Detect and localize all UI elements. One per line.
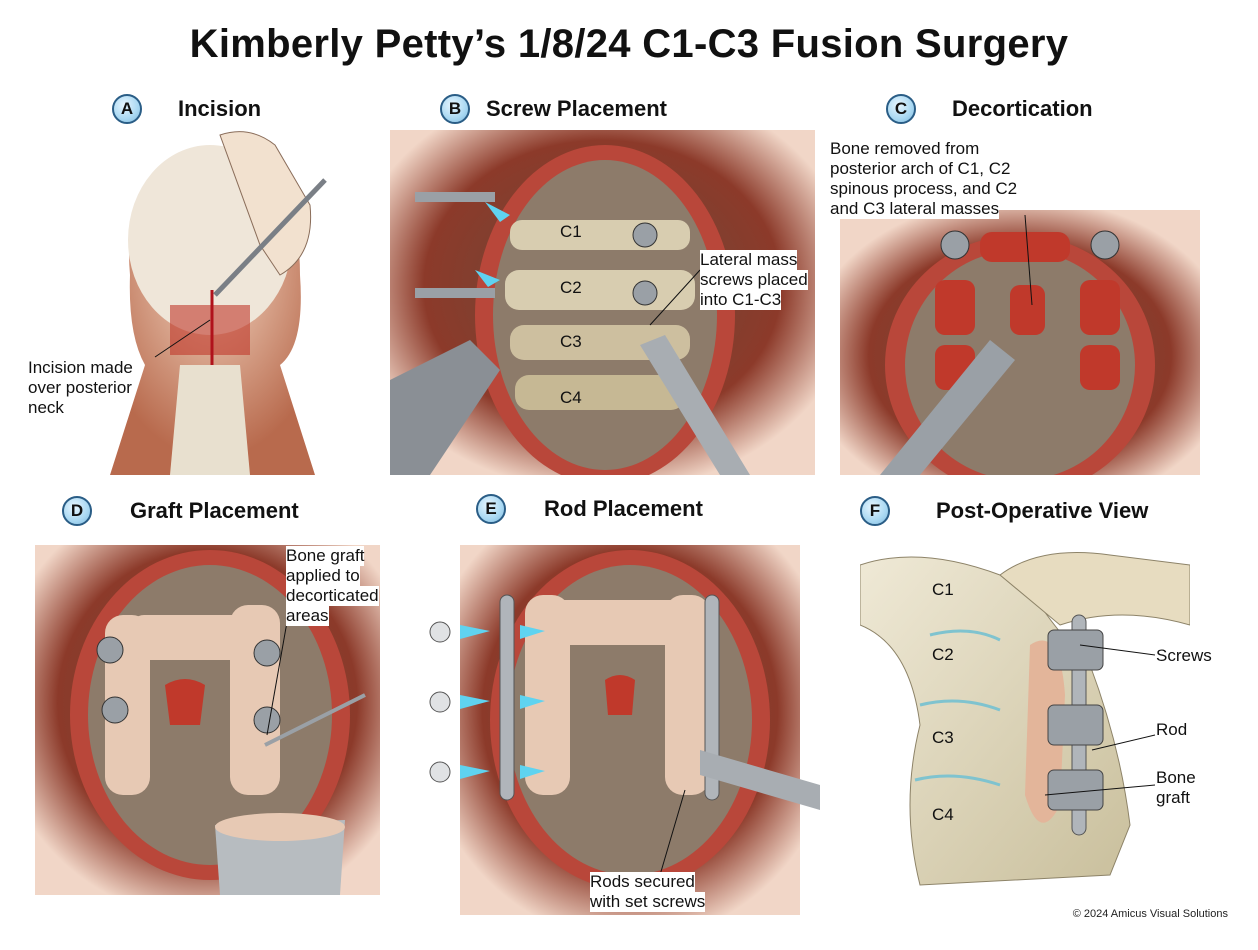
- incision-label-line-1: Incision made: [28, 358, 133, 377]
- panel-f-badge: F: [860, 496, 890, 526]
- panel-d-badge: D: [62, 496, 92, 526]
- panel-c-title: Decortication: [952, 96, 1093, 121]
- screws-label-line-1: Lateral mass: [700, 250, 798, 270]
- panel-e-illustration: [429, 545, 820, 915]
- vertebra-c4-label-b: C4: [560, 388, 582, 407]
- panel-c-illustration: [840, 210, 1200, 475]
- panel-d-title: Graft Placement: [130, 498, 299, 523]
- rods-label-line-1: Rods secured: [590, 872, 695, 892]
- graft-label-line-2: applied to: [286, 566, 360, 586]
- decortication-label-line-1: Bone removed from: [830, 139, 980, 159]
- panel-f-illustration: [860, 552, 1190, 886]
- incision-label-line-3: neck: [28, 398, 64, 417]
- panel-f-title: Post-Operative View: [936, 498, 1149, 523]
- screws-label-line-2: screws placed: [700, 270, 808, 290]
- panel-c-badge: C: [886, 94, 916, 124]
- graft-label-line-1: Bone graft: [286, 546, 365, 566]
- panel-e-header: E Rod Placement: [476, 494, 703, 524]
- rod-label-f: Rod: [1156, 720, 1188, 739]
- vertebra-c2-label-b: C2: [560, 278, 582, 297]
- panel-e-badge: E: [476, 494, 506, 524]
- incision-label-line-2: over posterior: [28, 378, 132, 397]
- graft-label-line-4: areas: [286, 606, 329, 626]
- vertebra-c1-label-b: C1: [560, 222, 582, 241]
- panel-c-header: C Decortication: [886, 94, 1093, 124]
- panel-b-header: B Screw Placement: [440, 94, 667, 124]
- decortication-label-line-4: and C3 lateral masses: [830, 199, 1000, 219]
- panel-a-illustration: [110, 131, 327, 475]
- panel-f-header: F Post-Operative View: [860, 496, 1148, 526]
- vertebra-c4-label-f: C4: [932, 805, 954, 824]
- graft-label-line-3: decorticated: [286, 586, 379, 606]
- panel-a-title: Incision: [178, 96, 262, 121]
- screws-label-f: Screws: [1156, 646, 1212, 665]
- panel-a-badge: A: [112, 94, 142, 124]
- bone-graft-label-line-2: graft: [1156, 788, 1191, 807]
- bone-graft-label-line-1: Bone: [1156, 768, 1196, 787]
- panel-d-header: D Graft Placement: [62, 496, 299, 526]
- screws-label-line-3: into C1-C3: [700, 290, 782, 310]
- panel-e-title: Rod Placement: [544, 496, 703, 521]
- panel-a-header: A Incision: [112, 94, 261, 124]
- decortication-label-line-2: posterior arch of C1, C2: [830, 159, 1011, 179]
- page-title: Kimberly Petty’s 1/8/24 C1-C3 Fusion Sur…: [189, 22, 1069, 66]
- panel-b-badge: B: [440, 94, 470, 124]
- decortication-label-line-3: spinous process, and C2: [830, 179, 1018, 199]
- panel-b-title: Screw Placement: [486, 96, 667, 121]
- copyright-notice: © 2024 Amicus Visual Solutions: [1072, 908, 1228, 920]
- vertebra-c2-label-f: C2: [932, 645, 954, 664]
- vertebra-c3-label-f: C3: [932, 728, 954, 747]
- panel-b-illustration: [390, 130, 815, 475]
- vertebra-c1-label-f: C1: [932, 580, 954, 599]
- vertebra-c3-label-b: C3: [560, 332, 582, 351]
- rods-label-line-2: with set screws: [590, 892, 706, 912]
